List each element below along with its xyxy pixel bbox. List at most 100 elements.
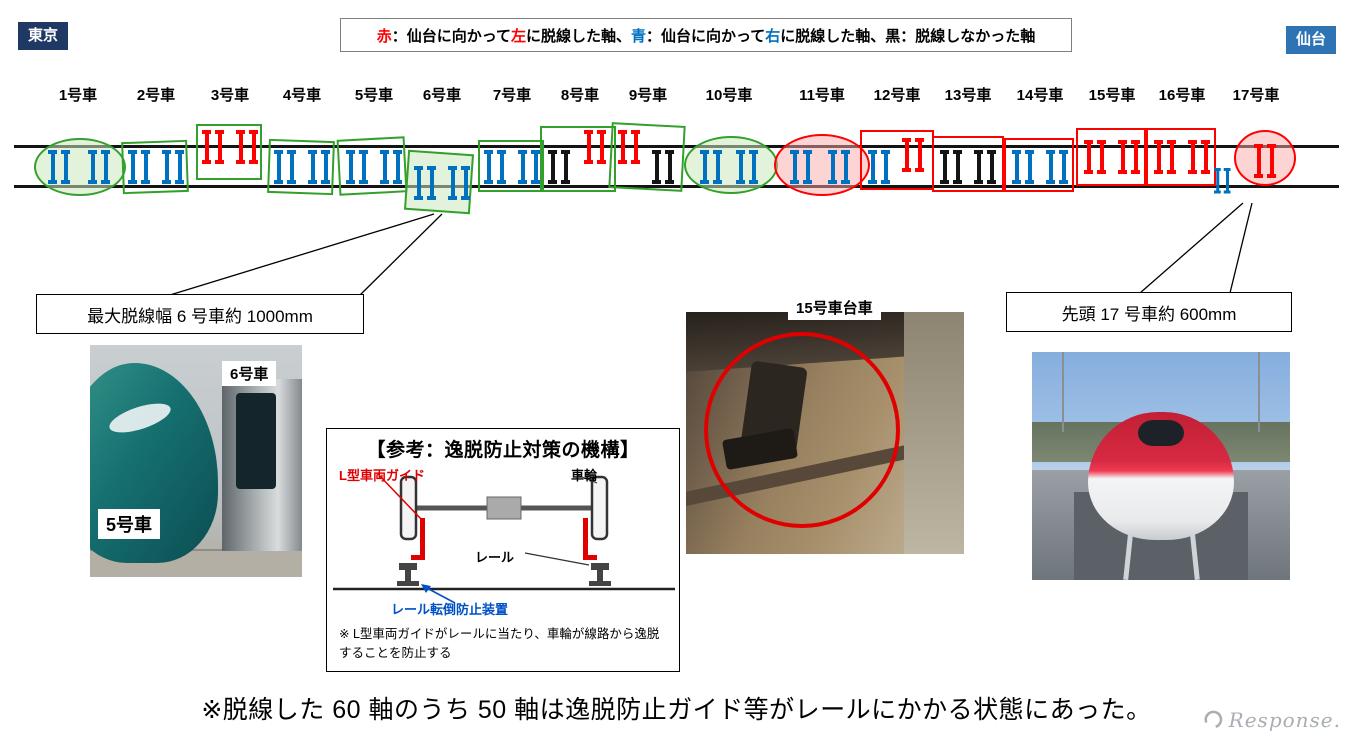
car-label-6: 6号車 xyxy=(422,87,462,104)
axle-red xyxy=(902,138,911,172)
car-label-11: 11号車 xyxy=(799,87,845,104)
axle-blue xyxy=(141,150,150,184)
axle-black xyxy=(974,150,983,184)
axle-blue xyxy=(1046,150,1055,184)
summary-note: ※脱線した 60 軸のうち 50 軸は逸脱防止ガイド等がレールにかかる状態にあっ… xyxy=(201,696,1152,724)
axle-red xyxy=(597,130,606,164)
bogie-axles xyxy=(1084,140,1106,174)
bogie-axles xyxy=(828,150,850,184)
bogie-axles xyxy=(902,138,924,172)
bogie-axles xyxy=(1012,150,1034,184)
axle-blue xyxy=(868,150,877,184)
windshield xyxy=(1138,420,1184,446)
watermark-response: Response. xyxy=(1203,708,1341,732)
axle-red xyxy=(618,130,627,164)
l-guide-label: L型車両ガイド xyxy=(339,468,425,483)
axle-red xyxy=(1167,140,1176,174)
response-logo-icon xyxy=(1204,710,1222,728)
bogie-axles xyxy=(1046,150,1068,184)
anti-overturn-device-label: レール転倒防止装置 xyxy=(391,602,509,617)
axle-blue xyxy=(393,150,402,184)
axle-red xyxy=(1188,140,1197,174)
red-group-outline xyxy=(932,136,1004,192)
legend-part: 右 xyxy=(765,27,781,45)
green-group-outline xyxy=(34,138,126,196)
watermark-text: Response. xyxy=(1228,708,1341,732)
axle-red xyxy=(1131,140,1140,174)
legend-part: 赤 xyxy=(376,27,392,45)
bogie-axles xyxy=(88,150,110,184)
axle-red xyxy=(1154,140,1163,174)
car-label-12: 12号車 xyxy=(873,87,921,104)
bogie-axles xyxy=(1254,144,1276,178)
legend-part: に脱線した軸、 xyxy=(525,27,631,45)
tokyo-badge: 東京 xyxy=(18,22,69,50)
axle-blue xyxy=(736,150,745,184)
axle-blue xyxy=(380,150,389,184)
axle-black xyxy=(940,150,949,184)
axle-blue xyxy=(484,150,493,184)
bogie-axles xyxy=(448,166,470,200)
car-label-5: 5号車 xyxy=(354,87,394,104)
bogie-axles xyxy=(1118,140,1140,174)
axle-blue xyxy=(700,150,709,184)
lead-car-callout: 先頭 17 号車約 600mm xyxy=(1006,292,1292,332)
axle-blue xyxy=(414,166,423,200)
green-group-outline xyxy=(478,140,544,192)
axle-blue xyxy=(1012,150,1021,184)
red-group-outline xyxy=(1234,130,1296,186)
bogie-axles xyxy=(618,130,640,164)
red-group-outline xyxy=(1004,138,1074,192)
axle-red xyxy=(1084,140,1093,174)
bogie-axles xyxy=(308,150,330,184)
bogie-axles xyxy=(162,150,184,184)
rail-line-top xyxy=(14,145,1339,148)
red-group-outline xyxy=(1076,128,1146,186)
car-label-7: 7号車 xyxy=(492,87,532,104)
bogie-axles xyxy=(484,150,506,184)
axle-red xyxy=(202,130,211,164)
axle-blue xyxy=(346,150,355,184)
legend-part: に脱線した軸、黒：脱線しなかった軸 xyxy=(780,27,1036,45)
bogie-axles xyxy=(736,150,758,184)
axle-blue xyxy=(162,150,171,184)
car-label-10: 10号車 xyxy=(705,87,753,104)
axle-red xyxy=(631,130,640,164)
legend-part: 青 xyxy=(631,27,647,45)
axle-blue xyxy=(1223,168,1231,194)
rail-label: レール xyxy=(475,550,515,565)
bogie-axles xyxy=(974,150,996,184)
reference-title: 【参考：逸脱防止対策の機構】 xyxy=(366,440,640,461)
axle-blue xyxy=(461,166,470,200)
car-window-band xyxy=(236,393,276,489)
bogie-axles xyxy=(236,130,258,164)
axle-black xyxy=(987,150,996,184)
max-derail-callout: 最大脱線幅 6 号車約 1000mm xyxy=(36,294,364,334)
catenary-pole-right xyxy=(1258,352,1260,432)
car5-photo-label: 5号車 xyxy=(98,509,161,539)
legend-part: 左 xyxy=(510,27,526,45)
axle-red xyxy=(236,130,245,164)
car-label-14: 14号車 xyxy=(1016,87,1064,104)
axle-blue xyxy=(749,150,758,184)
red-group-outline xyxy=(1146,128,1216,186)
axle-red xyxy=(1267,144,1276,178)
bogie-axles xyxy=(274,150,296,184)
axle-blue xyxy=(48,150,57,184)
axle-blue xyxy=(1214,168,1221,194)
axle-black xyxy=(953,150,962,184)
bogie-photo-label: 15号車台車 xyxy=(788,295,881,320)
car-label-9: 9号車 xyxy=(628,87,668,104)
legend-text: 赤：仙台に向かって左に脱線した軸、青：仙台に向かって右に脱線した軸、黒：脱線しな… xyxy=(377,25,1036,46)
photo-cars-5-6: 6号車 5号車 xyxy=(90,345,302,577)
axle-blue xyxy=(841,150,850,184)
car-label-4: 4号車 xyxy=(282,87,322,104)
bogie-axles xyxy=(48,150,70,184)
rail-line-bottom xyxy=(14,185,1339,188)
axle-red xyxy=(1201,140,1210,174)
red-circle-annotation xyxy=(704,332,900,528)
axle-blue xyxy=(88,150,97,184)
bogie-axles xyxy=(868,150,890,184)
red-group-outline xyxy=(774,134,870,196)
